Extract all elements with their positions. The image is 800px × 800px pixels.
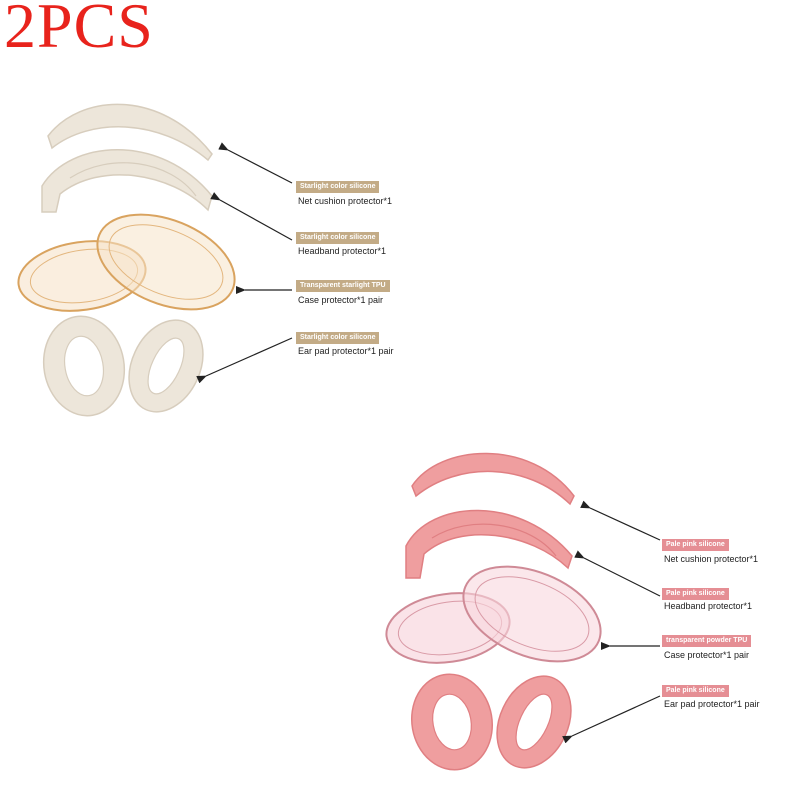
pink-net-cushion-part-label: Net cushion protector*1 [664,554,759,564]
starlight-case-part-label: Case protector*1 pair [298,295,384,305]
starlight-net-cushion-arrow [218,142,293,184]
starlight-set [17,103,293,417]
starlight-headband-shape [41,149,213,213]
pack-title: 2PCS [4,0,154,61]
pink-headband-part-label: Headband protector*1 [664,601,753,611]
pink-headband-material-tag: Pale pink silicone [662,588,729,601]
pink-case-part-label: Case protector*1 pair [664,650,750,660]
starlight-headband-part-label: Headband protector*1 [298,246,387,256]
pink-ear-pad-part-label: Ear pad protector*1 pair [664,699,760,709]
starlight-headband-arrow [210,192,293,241]
pink-case-right-shape [462,565,602,663]
starlight-net-cushion-part-label: Net cushion protector*1 [298,196,393,206]
starlight-ear-pad-arrow [196,337,293,384]
pink-ear-pad-material-tag: Pale pink silicone [662,685,729,698]
starlight-net-cushion-material-tag: Starlight color silicone [296,181,380,194]
pink-ear-pad-arrow [562,695,661,744]
pink-set [385,452,661,771]
starlight-net-cushion-shape [47,103,213,162]
pink-case-material-tag: transparent powder TPU [662,635,752,648]
pink-net-cushion-material-tag: Pale pink silicone [662,539,729,552]
starlight-case-material-tag: Transparent starlight TPU [296,280,390,293]
pink-headband-arrow [574,550,661,597]
starlight-ear-pad-material-tag: Starlight color silicone [296,332,380,345]
pink-net-cushion-arrow [580,500,661,541]
pink-net-cushion-shape [411,452,575,506]
starlight-ear-pad-part-label: Ear pad protector*1 pair [298,346,394,356]
starlight-case-right-shape [96,213,236,311]
starlight-headband-material-tag: Starlight color silicone [296,232,380,245]
pink-headband-shape [405,509,573,579]
